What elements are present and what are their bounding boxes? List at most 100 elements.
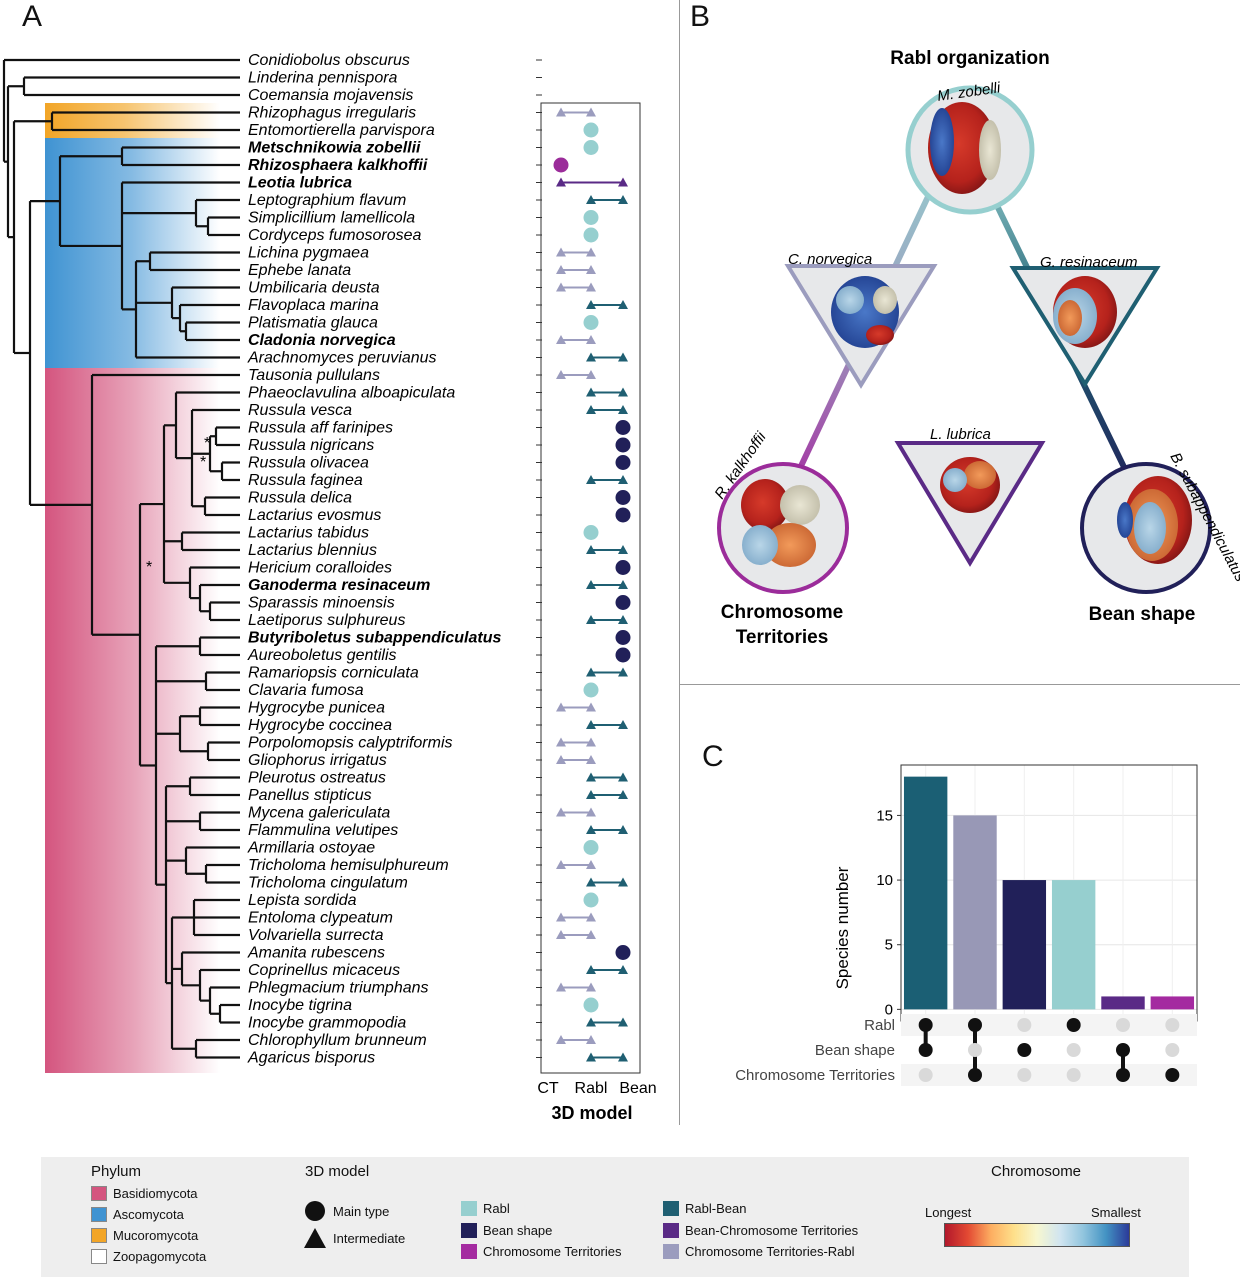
species-label: Volvariella surrecta <box>248 927 384 944</box>
node-ct-rabl: C. norvegica <box>784 251 938 389</box>
set-label: Bean shape <box>815 1042 895 1059</box>
bar <box>903 776 948 1010</box>
legend-chromosome-smallest: Smallest <box>1091 1205 1141 1220</box>
species-label: Aureoboletus gentilis <box>247 647 397 664</box>
intermediate-triangle <box>586 720 596 729</box>
intermediate-triangle <box>556 1035 566 1044</box>
matrix-dot-active <box>968 1068 982 1082</box>
intermediate-triangle <box>586 790 596 799</box>
set-label: Chromosome Territories <box>735 1067 895 1084</box>
species-label: Russula delica <box>248 490 352 507</box>
species-label: Tricholoma cingulatum <box>248 875 408 892</box>
bean-ct-swatch <box>663 1223 679 1238</box>
y-tick-label: 10 <box>876 872 893 889</box>
legend-basidiomycota-label: Basidiomycota <box>113 1186 198 1201</box>
matrix-dot-active <box>1116 1068 1130 1082</box>
intermediate-triangle <box>586 1017 596 1027</box>
matrix-dot-inactive <box>1165 1043 1180 1057</box>
node-ct: R. kalkhoffii <box>711 428 849 594</box>
legend-type-bean-ct: Bean-Chromosome Territories <box>663 1223 858 1238</box>
species-label: Sparassis minoensis <box>248 595 395 612</box>
rabl-main-dot <box>583 315 599 330</box>
rabl-main-dot <box>583 210 599 225</box>
mucoromycota-band <box>45 103 220 138</box>
intermediate-triangle <box>556 335 566 344</box>
intermediate-triangle <box>618 1017 628 1027</box>
legend-basidiomycota: Basidiomycota <box>91 1186 198 1201</box>
tick-bean: Bean <box>619 1080 656 1097</box>
intermediate-triangle <box>586 982 596 992</box>
matrix-dot-inactive <box>1066 1068 1081 1082</box>
legend-type-bean-label: Bean shape <box>483 1223 553 1238</box>
panel-divider-vertical <box>679 0 680 1125</box>
legend-mucoromycota: Mucoromycota <box>91 1228 198 1243</box>
intermediate-triangle <box>618 352 628 362</box>
species-label: Conidiobolus obscurus <box>248 52 410 69</box>
intermediate-triangle <box>586 195 596 204</box>
species-label: Hericium coralloides <box>248 560 392 577</box>
legend-chromosome-title: Chromosome <box>991 1163 1082 1180</box>
intermediate-triangle <box>586 107 596 117</box>
species-label: Lactarius evosmus <box>248 507 381 524</box>
rabl-main-dot <box>583 227 599 243</box>
rabl-bean-swatch <box>663 1201 679 1216</box>
rabl-main-dot <box>583 122 599 138</box>
intermediate-triangle <box>586 1052 596 1062</box>
species-label: Umbilicaria deusta <box>248 280 380 297</box>
ct-main-dot <box>553 157 569 173</box>
basidiomycota-swatch <box>91 1186 107 1201</box>
species-label: Pleurotus ostreatus <box>248 770 386 787</box>
legend-ascomycota-label: Ascomycota <box>113 1207 184 1222</box>
legend-main-type-label: Main type <box>333 1203 390 1219</box>
species-label: Tausonia pullulans <box>248 367 380 384</box>
zoopagomycota-swatch <box>91 1249 107 1264</box>
intermediate-triangle <box>618 720 628 729</box>
intermediate-triangle <box>556 282 566 292</box>
intermediate-triangle <box>586 772 596 782</box>
matrix-row-band <box>901 1014 1197 1036</box>
ct-swatch <box>461 1244 477 1259</box>
node-rabl-bean: G. resinaceum <box>1009 254 1161 388</box>
matrix-dot-active <box>968 1018 982 1032</box>
species-label: Phaeoclavulina alboapiculata <box>248 385 455 402</box>
node-label-g-resinaceum: G. resinaceum <box>1040 254 1138 271</box>
species-label: Cordyceps fumosorosea <box>248 227 422 244</box>
intermediate-triangle <box>586 1035 596 1044</box>
intermediate-triangle <box>556 265 566 274</box>
rabl-main-dot <box>583 840 599 855</box>
intermediate-triangle <box>618 195 628 204</box>
basidiomycota-band <box>45 368 220 1073</box>
species-label: Lichina pygmaea <box>248 245 369 262</box>
bean-swatch <box>461 1223 477 1238</box>
species-label: Flammulina velutipes <box>248 822 398 839</box>
intermediate-triangle <box>586 335 596 344</box>
legend-type-ct-rabl-label: Chromosome Territories-Rabl <box>685 1244 855 1259</box>
bean-main-dot <box>615 490 631 505</box>
species-label: Ganoderma resinaceum <box>248 577 430 594</box>
intermediate-triangle <box>586 702 596 712</box>
legend-type-rabl-bean: Rabl-Bean <box>663 1201 746 1216</box>
species-label: Inocybe grammopodia <box>248 1015 406 1032</box>
asterisk-3: * <box>146 559 152 576</box>
intermediate-triangle <box>618 475 628 484</box>
tick-ct: CT <box>537 1080 559 1097</box>
intermediate-triangle <box>556 930 566 939</box>
species-label: Mycena galericulata <box>248 805 390 822</box>
rabl-main-dot <box>583 140 599 155</box>
intermediate-triangle <box>586 615 596 624</box>
species-label: Metschnikowia zobellii <box>248 140 421 157</box>
species-label: Butyriboletus subappendiculatus <box>248 630 501 647</box>
intermediate-triangle <box>618 177 628 187</box>
intermediate-triangle <box>556 860 566 869</box>
bean-main-dot <box>615 945 631 960</box>
circle-icon <box>305 1201 325 1221</box>
intermediate-triangle <box>586 545 596 554</box>
bean-main-dot <box>615 647 631 663</box>
bean-main-dot <box>615 455 631 470</box>
intermediate-triangle <box>556 702 566 712</box>
node-bean-ct: L. lubrica <box>894 426 1046 567</box>
legend-type-ct-label: Chromosome Territories <box>483 1244 622 1259</box>
intermediate-triangle <box>556 912 566 922</box>
species-label: Russula nigricans <box>248 437 374 454</box>
